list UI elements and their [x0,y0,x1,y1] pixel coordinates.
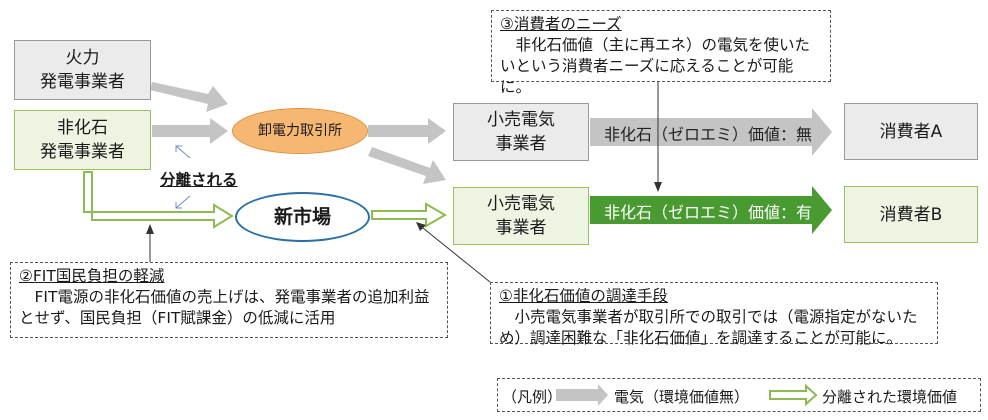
note2-body: FIT電源の非化石価値の売上げは、発電事業者の追加利益とせず、国民負担（FIT賦… [19,288,430,327]
separated-label: 分離される [160,171,238,189]
note3-title: ③消費者のニーズ [500,15,622,33]
arrow-exchange-to-retailer-bottom [368,147,446,184]
legend-electricity: 電気（環境価値無） [614,388,750,406]
exchange-ellipse: 卸電力取引所 [232,108,368,154]
arrow-thermal-to-exchange [150,82,228,112]
arrow-nonfossil-to-exchange [152,118,228,144]
new-market-ellipse: 新市場 [235,192,370,242]
thermal-line2: 発電事業者 [40,72,125,92]
arrow-value-none [590,108,832,156]
consumer-a-label: 消費者A [879,121,943,142]
new-market-label: 新市場 [273,206,331,228]
legend: （凡例） 電気（環境価値無） 分離された環境価値 [497,378,981,412]
consumer-a-box: 消費者A [844,103,978,160]
note2-title: ②FIT国民負担の軽減 [19,267,165,285]
note1-body: 小売電気事業者が取引所での取引では（電源指定がないため）調達困難な「非化石価値」… [499,308,918,347]
note-fit-burden: ②FIT国民負担の軽減 FIT電源の非化石価値の売上げは、発電事業者の追加利益と… [10,262,448,338]
note3-body: 非化石価値（主に再エネ）の電気を使いたいという消費者ニーズに応えることが可能に。 [500,36,811,96]
thermal-generator-box: 火力 発電事業者 [14,40,151,100]
nonfossil-line2: 発電事業者 [40,142,125,162]
retailer-bottom-line2: 事業者 [495,218,547,238]
exchange-label: 卸電力取引所 [258,123,342,139]
consumer-b-label: 消費者B [879,204,943,225]
retailer-bottom-box: 小売電気 事業者 [453,187,589,245]
arrow-value-yes [590,186,832,234]
arrow-separated-to-new-market [83,171,234,229]
note1-title: ①非化石価値の調達手段 [499,287,668,305]
note-procurement: ①非化石価値の調達手段 小売電気事業者が取引所での取引では（電源指定がないため）… [490,282,938,347]
consumer-b-box: 消費者B [844,186,978,243]
thermal-line1: 火力 [65,48,100,68]
arrow-new-market-to-retailer [371,202,447,228]
value-yes-label: 非化石（ゼロエミ）価値：有 [604,203,813,222]
nonfossil-line1: 非化石 [57,118,108,138]
note-consumer-needs: ③消費者のニーズ 非化石価値（主に再エネ）の電気を使いたいという消費者ニーズに応… [491,10,831,96]
value-none-label: 非化石（ゼロエミ）価値：無 [604,125,813,144]
legend-prefix: （凡例） [502,388,563,406]
retailer-bottom-line1: 小売電気 [487,194,555,214]
retailer-top-box: 小売電気 事業者 [453,103,589,161]
retailer-top-line2: 事業者 [495,134,547,154]
legend-green-arrow-icon [769,383,818,407]
legend-separated: 分離された環境価値 [822,388,958,406]
arrow-exchange-to-retailer-top [368,118,446,144]
legend-gray-arrow-icon [556,384,608,406]
nonfossil-generator-box: 非化石 発電事業者 [14,110,151,170]
retailer-top-line1: 小売電気 [487,110,555,130]
